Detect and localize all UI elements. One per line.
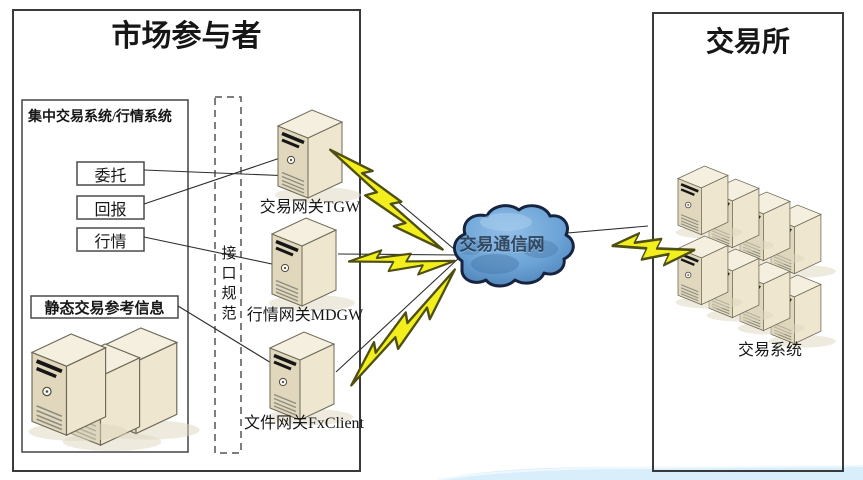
fxclient-server-icon	[265, 330, 355, 427]
quote-box-border	[76, 227, 145, 252]
tgw-server-icon	[273, 108, 363, 205]
line-report-to-tgw	[143, 153, 293, 205]
line-static-to-fxclient	[177, 305, 287, 373]
line-cloud-to-exchange	[555, 225, 649, 235]
line-fxclient-to-cloud	[335, 256, 461, 373]
swoosh-highlight	[437, 465, 863, 480]
exchange-server-cluster	[674, 164, 838, 349]
participant-server-cluster	[26, 328, 200, 453]
interface-spec-dashed-box	[214, 96, 242, 454]
mdgw-server-icon	[267, 216, 357, 313]
trading-system-box-border	[21, 99, 189, 453]
report-box-border	[76, 195, 145, 220]
order-box-border	[76, 161, 145, 186]
market-participants-panel-border	[12, 9, 361, 472]
lightning-bolt-icon	[347, 246, 457, 279]
line-order-to-tgw	[143, 169, 293, 177]
network-cloud-icon	[453, 204, 575, 288]
line-quote-to-mdgw	[143, 236, 287, 268]
static-info-box-border	[30, 295, 179, 319]
bottom-swoosh-decoration	[438, 465, 863, 480]
